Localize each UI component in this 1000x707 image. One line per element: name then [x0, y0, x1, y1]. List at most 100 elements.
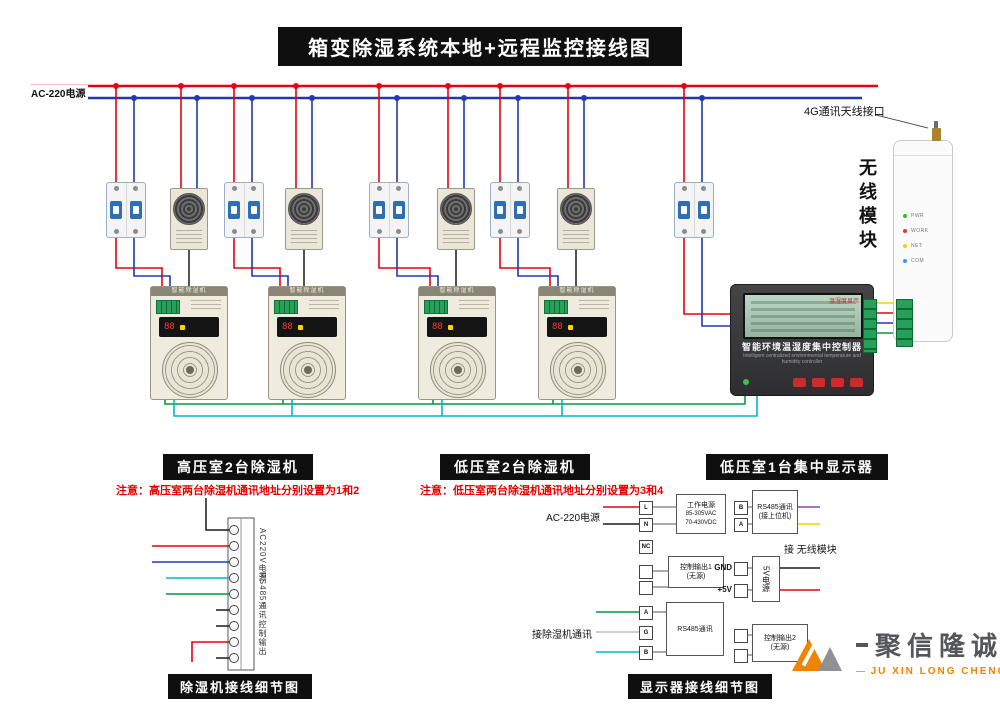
terminal-square-out1a [639, 565, 653, 579]
logo-text: 聚信隆诚 JU XIN LONG CHENG [856, 626, 1000, 677]
segment-display: 88 [164, 322, 175, 332]
controller-name: 智能环境温湿度集中控制器 [741, 342, 862, 352]
rs485-up-line: (接上位机) [758, 513, 792, 520]
circuit-breaker [674, 182, 714, 238]
spec-lines [191, 300, 221, 312]
screw-icon [231, 229, 237, 234]
power-adapter [170, 188, 208, 250]
power-5v-box: 5V电源 [752, 556, 780, 602]
screw-icon [701, 186, 707, 191]
junction-dot [681, 83, 687, 89]
screw-icon [701, 229, 707, 234]
terminal-block [544, 300, 568, 314]
led-label: WORK [911, 228, 929, 234]
panel-button [850, 378, 863, 387]
terminal [229, 637, 239, 647]
dehumidifier-comm-label: 接除湿机通讯 [532, 630, 592, 641]
ac-power-label: AC-220电源 [28, 85, 89, 100]
terminal [229, 557, 239, 567]
breaker-toggle [228, 201, 241, 219]
breaker-toggle [129, 201, 142, 219]
breaker-pole [491, 183, 510, 237]
section-note-low-voltage: 注意：低压室两台除湿机通讯地址分别设置为3和4 [420, 485, 664, 497]
fan-grille [280, 342, 336, 398]
terminal-square-G: G [639, 626, 653, 640]
led-icon [903, 214, 907, 218]
screw-icon [231, 186, 237, 191]
led-row: PWR [903, 213, 929, 219]
circuit-breaker [490, 182, 530, 238]
junction-dot [445, 83, 451, 89]
junction-dot [461, 95, 467, 101]
rs485-down-label: RS485通讯 [677, 625, 713, 633]
breaker-pole [388, 183, 409, 237]
working-power-line: 工作电源 [687, 501, 715, 509]
terminal-square-A2: A [734, 518, 748, 532]
spec-lines [579, 300, 609, 312]
logo-en-row: JU XIN LONG CHENG [856, 666, 1000, 677]
breaker-toggle [494, 201, 507, 219]
controller-feed-wires [683, 236, 736, 327]
fan-icon [560, 193, 592, 225]
junction-dot [515, 95, 521, 101]
lcd-note: 温湿度显示 [828, 299, 859, 305]
led-label: COM [911, 258, 925, 264]
adapter-tap-wires [180, 87, 585, 189]
screw-icon [251, 229, 257, 234]
breaker-toggle [392, 201, 405, 219]
wire [701, 236, 736, 327]
section-label-display: 低压室1台集中显示器 [706, 454, 888, 480]
led-icon [903, 244, 907, 248]
dehumidifier-title: 智能除湿机 [539, 287, 615, 296]
spec-lines [309, 300, 339, 312]
line-icon [856, 671, 865, 672]
screw-icon [251, 186, 257, 191]
fan-icon [288, 193, 320, 225]
junction-dot [394, 95, 400, 101]
segment-display: 88 [552, 322, 563, 332]
caption-unit-detail: 除湿机接线细节图 [168, 674, 313, 699]
terminal [229, 653, 239, 663]
terminal-block [424, 300, 448, 314]
display-panel: 88 [159, 317, 219, 337]
working-power-line: 70-430VDC [685, 519, 717, 526]
breaker-pole [675, 183, 694, 237]
dehumidifier-title: 智能除湿机 [419, 287, 495, 296]
display-panel: 88 [427, 317, 487, 337]
panel-button [812, 378, 825, 387]
dehumidifier-unit: 智能除湿机 88 [268, 286, 346, 400]
logo-en: JU XIN LONG CHENG [870, 666, 1000, 677]
unit-detail-comm-label: RS485通讯 [258, 572, 267, 620]
wireless-module-label: 无线模块 [857, 158, 877, 254]
page-title: 箱变除湿系统本地+远程监控接线图 [278, 27, 682, 66]
rs485-up-line: RS485通讯 [757, 504, 793, 511]
breaker-pole [225, 183, 244, 237]
logo-cn-row: 聚信隆诚 [856, 626, 1000, 663]
screw-icon [133, 186, 139, 191]
panel-button [793, 378, 806, 387]
screw-icon [376, 186, 382, 191]
unit-feed-wires [115, 236, 577, 304]
junction-dot [309, 95, 315, 101]
out2-line: 控制输出2 [764, 635, 796, 642]
breaker-toggle [678, 201, 691, 219]
dehumidifier-unit: 智能除湿机 88 [418, 286, 496, 400]
company-logo: 聚信隆诚 JU XIN LONG CHENG [792, 626, 1000, 677]
screw-icon [113, 186, 119, 191]
junction-dot [113, 83, 119, 89]
antenna-label: 4G通讯天线接口 [804, 106, 885, 118]
terminal [229, 605, 239, 615]
breaker-pole [125, 183, 146, 237]
screw-icon [133, 229, 139, 234]
lcd-screen: 温湿度显示 [743, 293, 863, 339]
segment-display: 88 [432, 322, 443, 332]
screw-icon [497, 186, 503, 191]
working-power-box: 工作电源 85-305VAC 70-430VDC [676, 494, 726, 534]
screw-icon [517, 186, 523, 191]
working-power-line: 85-305VAC [685, 510, 717, 517]
terminal-block [863, 299, 877, 353]
terminal-block [274, 300, 298, 314]
junction-dot [231, 83, 237, 89]
led-indicators: PWR WORK NET COM [903, 213, 929, 264]
